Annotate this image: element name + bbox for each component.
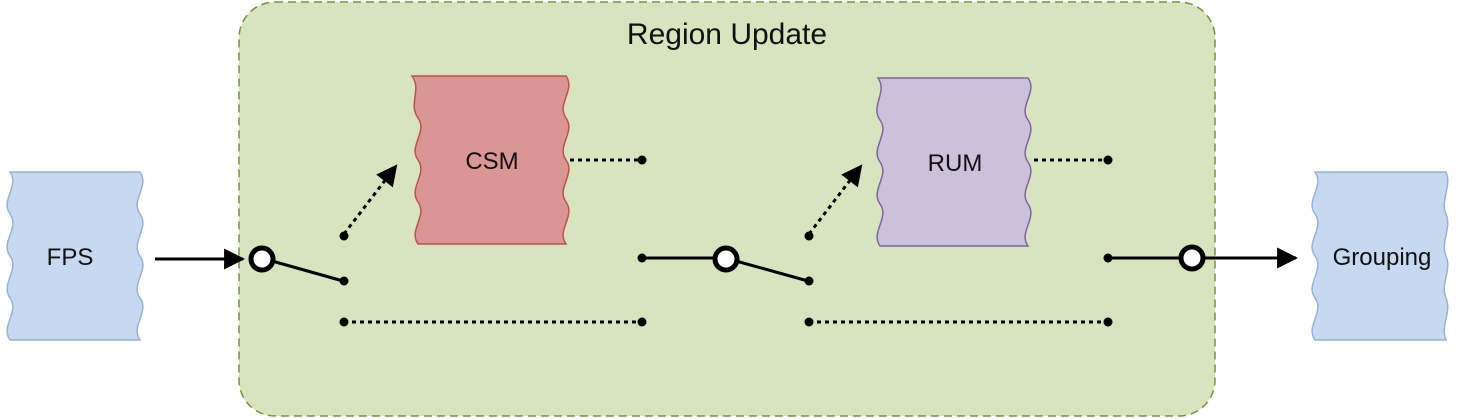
region-update-title: Region Update — [627, 18, 827, 51]
fps-node: FPS — [6, 171, 144, 341]
csm-shape — [410, 75, 570, 245]
switch1-to-csm-arrow — [342, 164, 398, 235]
bypass-line-2-end — [1103, 317, 1113, 327]
bypass-line-1-end — [637, 317, 647, 327]
grouping-label: Grouping — [1333, 244, 1432, 271]
rum-label: RUM — [928, 150, 983, 177]
switch-2-lever — [735, 259, 809, 283]
region-update-box — [238, 1, 1216, 417]
switch-2-contact-mid — [804, 276, 814, 286]
switch-1-contact-up — [339, 231, 349, 241]
region-update-group: Region Update — [238, 1, 1216, 417]
switch2-to-rum-arrow — [807, 164, 863, 235]
rum-shape — [876, 77, 1032, 247]
switch-2-pivot — [712, 245, 740, 273]
fps-label: FPS — [47, 244, 94, 271]
switch-1-pivot — [248, 245, 276, 273]
switch-2 — [712, 231, 814, 327]
fps-shape — [6, 171, 144, 341]
switch-1 — [248, 231, 349, 327]
switch-1-lever — [271, 259, 344, 283]
csm-node: CSM — [410, 75, 570, 245]
rum-output-contact — [1103, 155, 1113, 165]
csm-output-contact — [637, 155, 647, 165]
switch-1-contact-mid — [339, 276, 349, 286]
rum-node: RUM — [876, 77, 1032, 247]
grouping-shape — [1311, 171, 1449, 341]
switch-3-pivot — [1178, 244, 1206, 272]
csm-label: CSM — [465, 148, 518, 175]
switch-2-contact-up — [804, 231, 814, 241]
grouping-node: Grouping — [1311, 171, 1449, 341]
